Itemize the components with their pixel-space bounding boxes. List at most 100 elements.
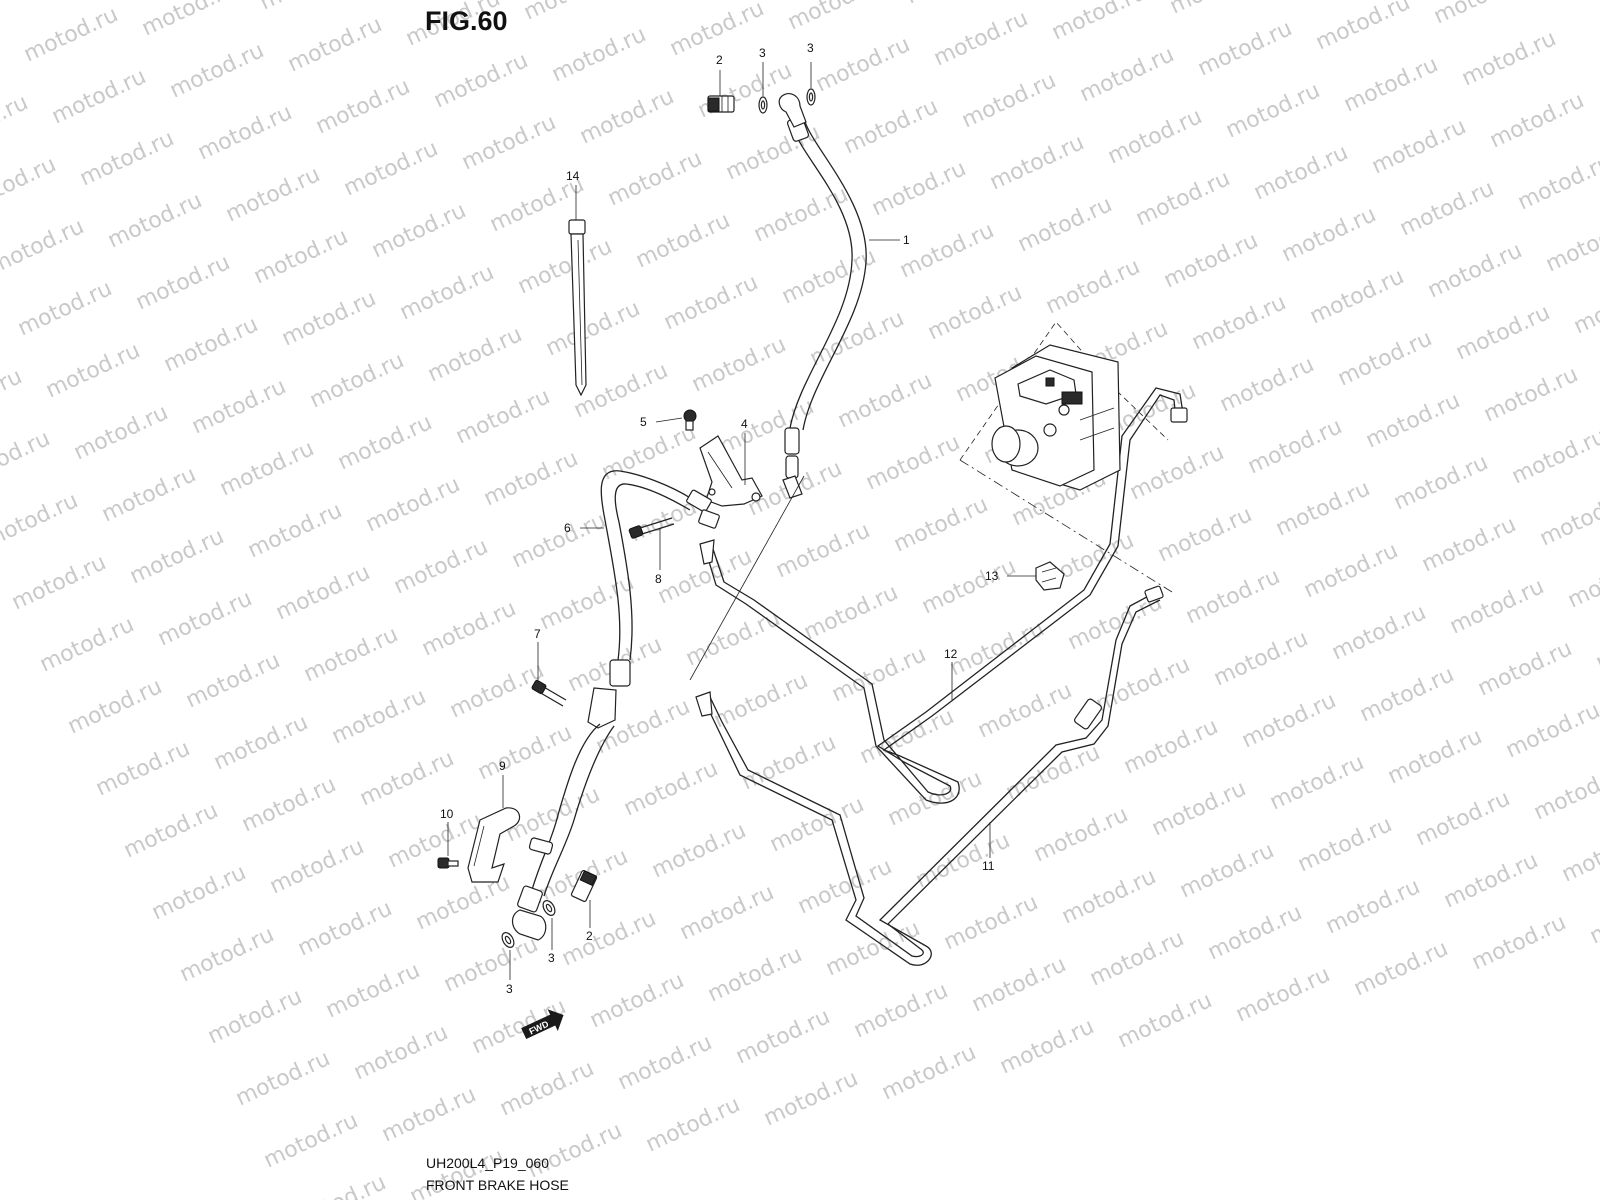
- watermark-text: motod.ru: [458, 110, 560, 175]
- watermark-text: motod.ru: [418, 596, 520, 661]
- watermark-text: motod.ru: [98, 462, 200, 527]
- watermark-text: motod.ru: [1508, 424, 1600, 489]
- watermark-text: motod.ru: [0, 152, 60, 217]
- watermark-text: motod.ru: [1300, 538, 1402, 603]
- watermark-text: motod.ru: [1586, 884, 1600, 949]
- watermark-text: motod.ru: [132, 250, 234, 315]
- watermark-text: motod.ru: [996, 1014, 1098, 1079]
- watermark-text: motod.ru: [688, 332, 790, 397]
- watermark-text: motod.ru: [42, 338, 144, 403]
- watermark-text: motod.ru: [840, 94, 942, 159]
- watermark-text: motod.ru: [924, 280, 1026, 345]
- watermark-text: motod.ru: [1356, 662, 1458, 727]
- watermark-text: motod.ru: [452, 384, 554, 449]
- bolt-10-icon: [437, 857, 459, 869]
- watermark-text: motod.ru: [710, 668, 812, 733]
- pipe-clip-13-icon: [1035, 561, 1065, 591]
- figure-code: UH200L4_P19_060: [426, 1155, 549, 1171]
- brake-pipe-11: [695, 585, 1164, 966]
- callout-3-bottom-a: 3: [548, 951, 555, 965]
- watermark-text: motod.ru: [1210, 626, 1312, 691]
- watermark-text: motod.ru: [300, 622, 402, 687]
- watermark-text: motod.ru: [120, 798, 222, 863]
- watermark-text: motod.ru: [216, 436, 318, 501]
- watermark-text: motod.ru: [92, 736, 194, 801]
- watermark-text: motod.ru: [738, 730, 840, 795]
- watermark-text: motod.ru: [604, 146, 706, 211]
- watermark-text: motod.ru: [1048, 0, 1150, 45]
- watermark-text: motod.ru: [1194, 16, 1296, 81]
- watermark-text: motod.ru: [1452, 300, 1554, 365]
- watermark-text: motod.ru: [1232, 962, 1334, 1027]
- bolt-7-icon: [531, 679, 567, 707]
- watermark-text: motod.ru: [1086, 926, 1188, 991]
- watermark-text: motod.ru: [968, 952, 1070, 1017]
- watermark-text: motod.ru: [244, 498, 346, 563]
- watermark-text: motod.ru: [760, 1066, 862, 1131]
- watermark-text: motod.ru: [378, 1082, 480, 1147]
- watermark-text: motod.ru: [0, 28, 4, 93]
- watermark-text: motod.ru: [812, 32, 914, 97]
- watermark-text: motod.ru: [1132, 166, 1234, 231]
- watermark-text: motod.ru: [288, 1170, 390, 1200]
- callout-1: 1: [903, 233, 910, 247]
- bolt-5-icon: [683, 409, 697, 431]
- watermark-text: motod.ru: [784, 0, 886, 35]
- callout-2-top: 2: [716, 53, 723, 67]
- watermark-text: motod.ru: [1294, 812, 1396, 877]
- watermark-text: motod.ru: [496, 1056, 598, 1121]
- watermark-text: motod.ru: [806, 306, 908, 371]
- watermark-text: motod.ru: [64, 674, 166, 739]
- clamp-icon: [467, 807, 521, 883]
- watermark-text: motod.ru: [232, 1046, 334, 1111]
- watermark-text: motod.ru: [868, 156, 970, 221]
- watermark-text: motod.ru: [278, 286, 380, 351]
- watermark-text: motod.ru: [20, 2, 122, 67]
- watermark-text: motod.ru: [0, 0, 94, 5]
- watermark-text: motod.ru: [250, 224, 352, 289]
- watermark-text: motod.ru: [222, 162, 324, 227]
- watermark-text: motod.ru: [440, 932, 542, 997]
- watermark-text: motod.ru: [350, 1020, 452, 1085]
- callout-7: 7: [534, 627, 541, 641]
- watermark-text: motod.ru: [1340, 52, 1442, 117]
- watermark-text: motod.ru: [204, 984, 306, 1049]
- washer-icon: [758, 96, 768, 114]
- watermark-text: motod.ru: [1474, 636, 1576, 701]
- watermark-text: motod.ru: [70, 400, 172, 465]
- watermark-text: motod.ru: [548, 22, 650, 87]
- callout-3-bottom-b: 3: [506, 982, 513, 996]
- callout-4: 4: [741, 417, 748, 431]
- watermark-text: motod.ru: [682, 606, 784, 671]
- watermark-text: motod.ru: [1430, 0, 1532, 29]
- watermark-text: motod.ru: [648, 818, 750, 883]
- watermark-text: motod.ru: [1592, 610, 1600, 675]
- callout-11: 11: [982, 859, 995, 873]
- figure-caption: FRONT BRAKE HOSE: [426, 1177, 569, 1193]
- watermark-text: motod.ru: [958, 68, 1060, 133]
- watermark-text: motod.ru: [1446, 574, 1548, 639]
- watermark-text: motod.ru: [1222, 78, 1324, 143]
- watermark-text: motod.ru: [1458, 26, 1560, 91]
- watermark-text: motod.ru: [356, 746, 458, 811]
- watermark-text: motod.ru: [0, 364, 26, 429]
- watermark-text: motod.ru: [828, 642, 930, 707]
- watermark-text: motod.ru: [558, 906, 660, 971]
- watermark-text: motod.ru: [1216, 352, 1318, 417]
- watermark-text: motod.ru: [1362, 388, 1464, 453]
- watermark-text: motod.ru: [766, 792, 868, 857]
- watermark-text: motod.ru: [0, 488, 82, 553]
- figure-title: FIG.60: [425, 6, 508, 36]
- callout-10: 10: [440, 807, 454, 821]
- watermark-text: motod.ru: [1384, 724, 1486, 789]
- watermark-text: motod.ru: [468, 994, 570, 1059]
- watermark-text: motod.ru: [1154, 502, 1256, 567]
- watermark-text: motod.ru: [396, 260, 498, 325]
- watermark-text: motod.ru: [1396, 176, 1498, 241]
- watermark-text: motod.ru: [474, 720, 576, 785]
- watermark-text: motod.ru: [732, 1004, 834, 1069]
- callout-9: 9: [499, 759, 506, 773]
- watermark-text: motod.ru: [1014, 192, 1116, 257]
